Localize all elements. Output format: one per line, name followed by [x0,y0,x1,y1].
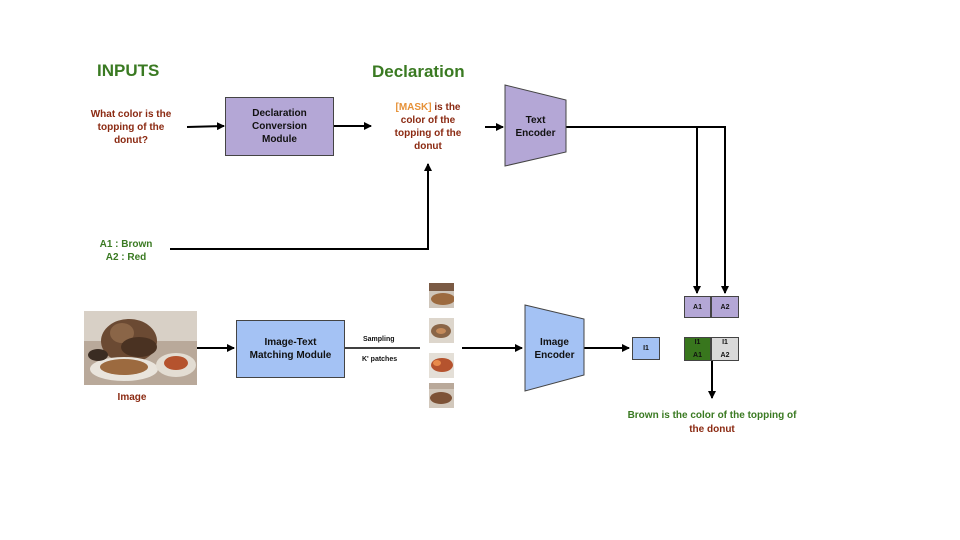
mask-token: [MASK] [395,102,432,113]
image-encoder-label: Image Encoder [525,336,584,362]
text-embedding-a1: A1 [684,296,711,318]
question-line-1: What color is the [90,109,172,120]
image-encoder-shape [524,304,585,392]
arrow-answers-to-declaration [170,163,432,250]
text-encoder-shape [504,84,567,167]
score-i1-a2-bottom: A2 [720,352,730,359]
score-i1-a2: I1 A2 [711,337,739,361]
patches-label: K' patches [362,356,398,363]
output-line-2: the donut [689,424,735,435]
answer-a2: A2 : Red [105,252,147,263]
matching-line-2: Matching Module [249,350,332,361]
declaration-line-4: donut [414,141,442,152]
question-line-2: topping of the [97,122,165,133]
sampling-label: Sampling [363,336,395,343]
image-encoder-line-2: Encoder [534,350,575,361]
text-encoder-line-1: Text [525,115,546,126]
module-line-2: Conversion [251,121,307,132]
declaration-text: [MASK] is the color of the topping of th… [378,101,478,153]
score-i1-a1-top: I1 [694,339,701,346]
text-encoder-label: Text Encoder [505,114,566,140]
input-image [84,311,197,385]
module-line-1: Declaration [252,108,307,119]
text-embedding-a2: A2 [711,296,739,318]
declaration-line-2: color of the [400,115,456,126]
arrow-text-encoder-to-a2 [697,126,729,294]
score-i1-a1-bottom: A1 [693,352,702,359]
question-text: What color is the topping of the donut? [78,108,184,147]
image-patch-4 [429,383,454,408]
answer-a1: A1 : Brown [99,239,153,250]
score-i1-a1: I1 A1 [684,337,711,361]
arrow-text-encoder-to-a1 [566,126,701,294]
answer-options: A1 : Brown A2 : Red [92,238,160,264]
matching-line-1: Image-Text [264,337,317,348]
question-line-3: donut? [114,135,148,146]
image-label: Image [117,392,147,403]
image-embedding-i1: I1 [632,337,660,360]
image-patch-2 [429,318,454,343]
output-text: Brown is the color of the topping of the… [612,409,812,437]
declaration-conversion-module: Declaration Conversion Module [225,97,334,156]
image-encoder-line-1: Image [540,337,569,348]
declaration-line-1-rest: is the [431,102,461,113]
inputs-heading: INPUTS [97,61,160,80]
image-patch-3 [429,353,454,378]
module-line-3: Module [261,134,297,145]
output-line-1: Brown is the color of the topping of [627,410,797,421]
image-text-matching-module: Image-Text Matching Module [236,320,345,378]
text-encoder-line-2: Encoder [515,128,556,139]
declaration-line-3: topping of the [394,128,462,139]
image-patch-1 [429,283,454,308]
arrow-question-to-conversion [186,122,225,131]
score-i1-a2-top: I1 [722,339,728,346]
declaration-heading: Declaration [372,62,465,81]
